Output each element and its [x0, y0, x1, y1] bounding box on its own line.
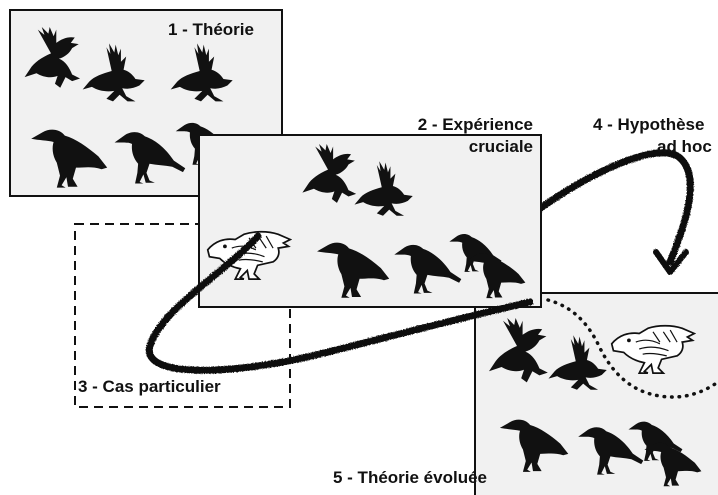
- panel-special-case-frame: [74, 223, 291, 408]
- label-special-case: 3 - Cas particulier: [78, 377, 221, 396]
- label-evolved-theory: 5 - Théorie évoluée: [333, 468, 487, 487]
- label-crucial-line2: cruciale: [468, 137, 533, 156]
- label-adhoc-line1: 4 - Hypothèse: [593, 115, 705, 134]
- arrow-loop: [145, 232, 534, 374]
- panel-crucial-experiment: [198, 134, 542, 308]
- label-adhoc-line2: ad hoc: [657, 137, 712, 156]
- panel-evolved-theory: [474, 292, 718, 495]
- label-crucial-line1: 2 - Expérience: [417, 115, 533, 134]
- arrow-adhoc: [534, 149, 694, 275]
- label-theory: 1 - Théorie: [168, 20, 254, 39]
